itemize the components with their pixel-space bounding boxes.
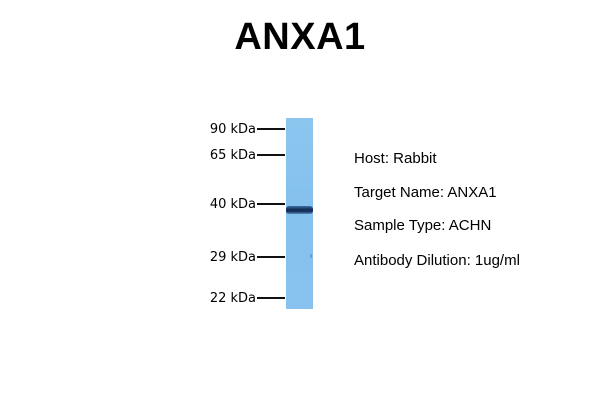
marker-label: 90 kDa [209, 121, 256, 137]
marker-label: 29 kDa [209, 249, 256, 265]
marker-tick [257, 203, 285, 205]
protein-band [286, 206, 313, 214]
info-target-name: Target Name: ANXA1 [354, 184, 497, 201]
marker-tick [257, 297, 285, 299]
info-sample-type: Sample Type: ACHN [354, 217, 492, 234]
faint-spot [310, 254, 312, 258]
info-antibody-dilution: Antibody Dilution: 1ug/ml [354, 252, 520, 269]
figure-title: ANXA1 [234, 16, 366, 58]
marker-90kda: 90 kDa [196, 121, 286, 137]
marker-40kda: 40 kDa [196, 196, 286, 212]
marker-tick [257, 154, 285, 156]
marker-65kda: 65 kDa [196, 147, 286, 163]
marker-tick [257, 256, 285, 258]
western-blot-lane [286, 118, 313, 309]
marker-label: 40 kDa [209, 196, 256, 212]
marker-22kda: 22 kDa [196, 290, 286, 306]
marker-tick [257, 128, 285, 130]
marker-label: 22 kDa [209, 290, 256, 306]
info-host: Host: Rabbit [354, 150, 437, 167]
marker-label: 65 kDa [209, 147, 256, 163]
marker-29kda: 29 kDa [196, 249, 286, 265]
